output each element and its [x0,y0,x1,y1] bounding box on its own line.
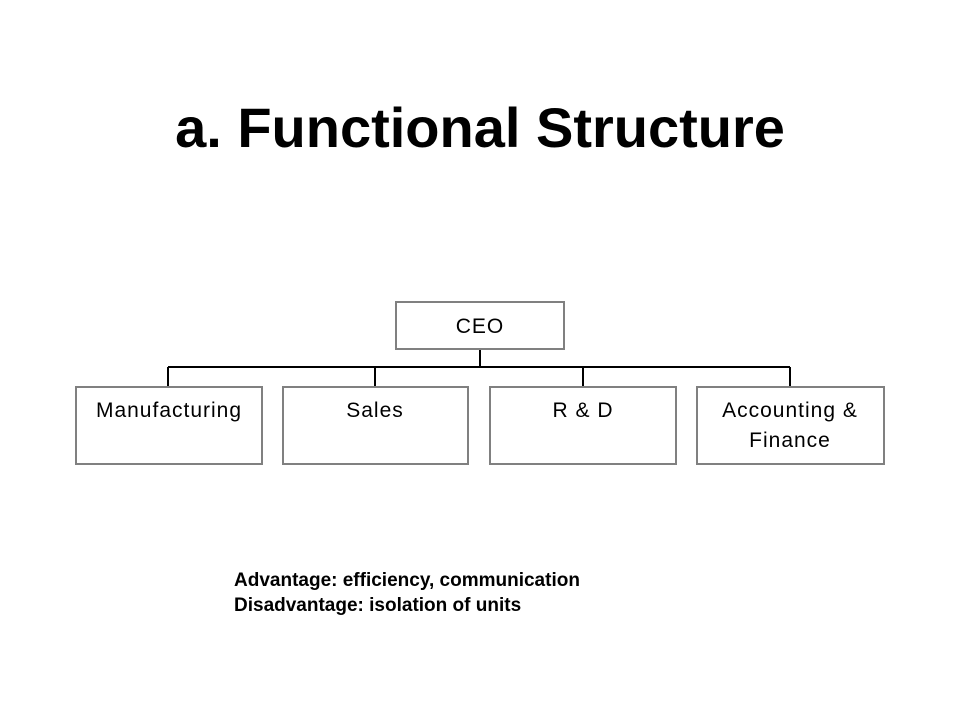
slide-title: a. Functional Structure [175,96,785,159]
sales-box: Sales [282,386,469,465]
ceo-box: CEO [395,301,565,350]
ceo-label: CEO [456,315,505,338]
accounting-finance-box: Accounting & Finance [696,386,885,465]
manufacturing-box: Manufacturing [75,386,263,465]
rnd-label: R & D [552,399,613,422]
accounting-label-line2: Finance [749,429,831,452]
manufacturing-label: Manufacturing [96,399,242,422]
notes: Advantage: efficiency, communication Dis… [234,568,580,618]
accounting-label-line1: Accounting & [722,399,858,422]
advantage-text: Advantage: efficiency, communication [234,570,580,591]
sales-label: Sales [346,399,404,422]
rnd-box: R & D [489,386,677,465]
disadvantage-text: Disadvantage: isolation of units [234,595,522,616]
